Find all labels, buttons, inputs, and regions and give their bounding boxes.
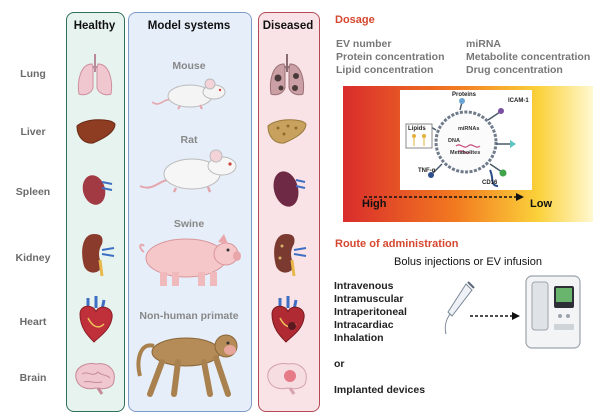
rat-icon (139, 149, 237, 193)
organ-label-lung: Lung (20, 68, 46, 80)
route-or: or (334, 358, 345, 370)
route-intramuscular: Intramuscular (334, 293, 404, 305)
dosage-scale-arrow-icon (364, 193, 524, 201)
route-intraperitoneal: Intraperitoneal (334, 306, 407, 318)
route-inhalation: Inhalation (334, 332, 384, 344)
healthy-liver-icon (76, 119, 116, 144)
ev-label-lipids: Lipids (408, 126, 426, 132)
healthy-kidney-icon (82, 234, 115, 277)
healthy-spleen-icon (82, 175, 113, 205)
healthy-brain-icon (75, 363, 115, 395)
organ-label-liver: Liver (20, 126, 46, 138)
mouse-icon (151, 78, 226, 110)
ev-label-mirnas: miRNAs (458, 126, 480, 132)
route-subtitle: Bolus injections or EV infusion (394, 256, 542, 268)
diseased-kidney-icon (274, 234, 307, 277)
organ-label-spleen: Spleen (15, 186, 51, 198)
ev-label-cd16: CD16 (482, 180, 498, 186)
organ-label-kidney: Kidney (15, 252, 51, 264)
model-systems-header: Model systems (147, 20, 231, 32)
dosage-low-label: Low (530, 198, 552, 210)
ev-label-dna: DNA (448, 138, 460, 144)
healthy-heart-icon (79, 296, 113, 343)
dosage-item-mirna: miRNA (466, 38, 502, 50)
animal-label-non-human-primate: Non-human primate (139, 310, 239, 322)
route-implanted-devices: Implanted devices (334, 384, 426, 396)
organ-label-brain: Brain (19, 372, 47, 384)
diseased-brain-icon (267, 363, 307, 395)
infusion-pump-icon (525, 275, 581, 349)
route-title: Route of administration (335, 238, 459, 250)
animal-label-mouse: Mouse (172, 60, 206, 72)
animal-label-rat: Rat (180, 134, 198, 146)
dosage-item-ev-number: EV number (336, 38, 392, 50)
syringe-icon (444, 281, 475, 335)
diseased-header: Diseased (262, 20, 314, 32)
route-intracardiac: Intracardiac (334, 319, 394, 331)
organ-label-heart: Heart (19, 316, 47, 328)
ev-vesicle-icon (405, 98, 516, 187)
healthy-lung-icon (77, 54, 113, 96)
diseased-spleen-icon (273, 171, 306, 207)
ev-label-proteins: Proteins (452, 92, 477, 98)
swine-icon (139, 234, 241, 286)
primate-icon (136, 334, 238, 397)
healthy-header: Healthy (73, 20, 116, 32)
route-intravenous: Intravenous (334, 280, 394, 292)
dosage-item-protein: Protein concentration (336, 51, 445, 63)
diseased-heart-icon (271, 296, 305, 343)
ev-label-metabolites: Metabolites (450, 150, 481, 156)
dosage-high-label: High (362, 198, 387, 210)
dosage-item-drug: Drug concentration (466, 64, 563, 76)
diseased-liver-icon (267, 119, 307, 144)
diseased-lung-icon (269, 54, 305, 96)
dosage-title: Dosage (335, 14, 375, 26)
ev-label-tnf: TNF-α (418, 168, 436, 174)
dosage-item-metabolite: Metabolite concentration (466, 51, 591, 63)
infusion-arrow-icon (470, 312, 520, 320)
animal-label-swine: Swine (173, 218, 205, 230)
ev-label-icam: ICAM-1 (508, 98, 529, 104)
dosage-item-lipid: Lipid concentration (336, 64, 434, 76)
healthy-panel (66, 12, 125, 412)
